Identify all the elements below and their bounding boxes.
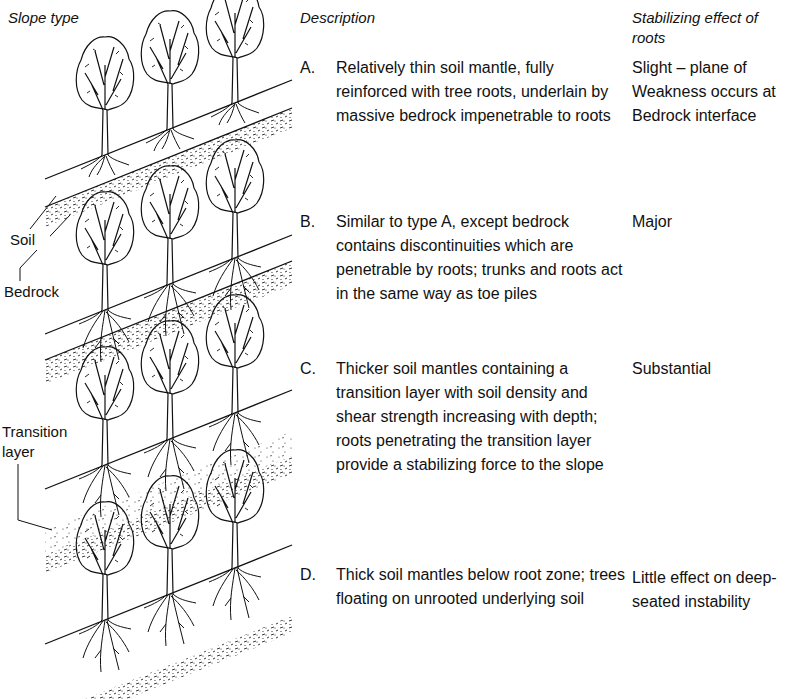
effect-text: Major (632, 210, 797, 234)
description-text: Relatively thin soil mantle, fully reinf… (336, 56, 628, 128)
layer-label: Transition layer (2, 422, 74, 462)
column-heading: Stabilizing effect of roots (632, 8, 792, 48)
effect-text: Little effect on deep-seated instability (632, 566, 797, 614)
row-letter: B. (300, 210, 330, 234)
row-letter: A. (300, 56, 330, 80)
column-heading: Description (300, 8, 500, 28)
layer-label: Bedrock (4, 282, 74, 302)
layer-label: Soil (10, 230, 50, 250)
row-letter: D. (300, 563, 330, 587)
effect-text: Slight – plane of Weakness occurs at Bed… (632, 56, 797, 128)
effect-text: Substantial (632, 357, 797, 381)
description-text: Thick soil mantles below root zone; tree… (336, 563, 628, 611)
description-text: Thicker soil mantles containing a transi… (336, 357, 628, 477)
column-heading: Slope type (8, 8, 208, 28)
row-letter: C. (300, 357, 330, 381)
description-text: Similar to type A, except bedrock contai… (336, 210, 628, 306)
